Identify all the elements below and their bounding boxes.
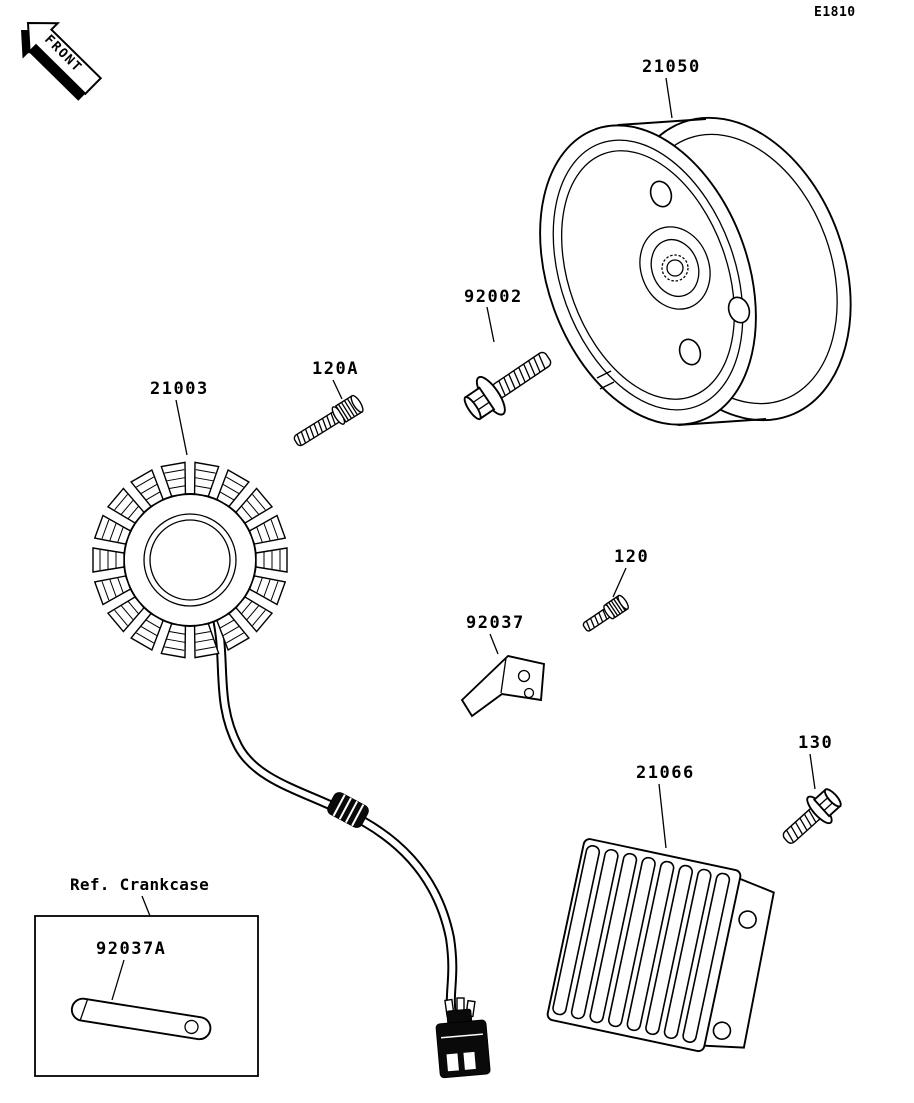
strap-end-line [79, 999, 89, 1021]
part-label-120A: 120A [312, 359, 359, 379]
page-code-label: E1810 [814, 5, 856, 20]
connector-cavity [446, 1053, 459, 1072]
flywheel-hole-bottom [678, 338, 702, 366]
part-label-21003: 21003 [150, 379, 209, 399]
connector-seam [440, 1033, 483, 1039]
bracket-fold-line [500, 657, 507, 694]
grommet-body [327, 792, 369, 828]
flywheel-bottom-edge [677, 418, 767, 426]
stator-bore-outer [143, 513, 237, 607]
flywheel-hub-boss-inner [650, 238, 700, 298]
flywheel-rotor: 21050 [539, 57, 852, 426]
bolt-head-knurl [608, 596, 626, 616]
part-label-92002: 92002 [464, 287, 523, 307]
leader-line-21050 [665, 77, 673, 119]
leader-line-21003 [175, 399, 188, 456]
regulator-hole-lower [712, 1021, 732, 1040]
regulator-hole-upper [738, 910, 757, 929]
stator-coil: 21003 [92, 379, 288, 659]
bracket-plate [460, 654, 546, 718]
stator-teeth [92, 461, 288, 659]
flange-bolt [463, 351, 552, 421]
part-label-130: 130 [798, 733, 833, 753]
flywheel-hole-top [649, 180, 673, 208]
bracket-hole-upper [517, 669, 531, 683]
bolt-head-end [823, 788, 842, 808]
leader-line-130 [809, 753, 816, 790]
clamp-strap [70, 997, 212, 1041]
leader-line-ref [141, 895, 151, 917]
flywheel-hole-right [727, 296, 751, 324]
bolt-head-end [617, 594, 629, 610]
leader-line-92037A [111, 959, 125, 1001]
wire-grommet [327, 792, 369, 828]
flange-bolt-130-group: 130 [782, 733, 842, 844]
strap-hole [184, 1019, 199, 1035]
leader-line-120A [332, 379, 343, 400]
bolt-head-end [463, 396, 482, 421]
part-label-92037: 92037 [466, 613, 525, 633]
ref-crankcase-box [34, 915, 259, 1077]
leader-line-92037 [489, 633, 499, 655]
flywheel-hub-boss [639, 226, 711, 310]
flywheel-spline-bore [661, 254, 689, 282]
front-arrow-body [26, 21, 103, 96]
flywheel-front-face [539, 124, 757, 426]
bolt-threads [498, 353, 546, 396]
socket-bolt-120-group: 120 [582, 547, 649, 632]
ref-crankcase-group: Ref. Crankcase 92037A [34, 875, 259, 1077]
socket-bolt-small [582, 594, 629, 632]
part-label-92037A: 92037A [96, 939, 166, 959]
bolt-threads [296, 412, 336, 446]
connector-body [435, 1019, 491, 1079]
flywheel-face-marks [596, 370, 615, 390]
bolt-head-end [350, 394, 364, 413]
bolt-head-knurl [337, 398, 358, 421]
wire-connector [435, 1008, 491, 1079]
leader-line-92002 [486, 306, 495, 343]
connector-cavity [463, 1051, 476, 1070]
flywheel-face-ring-inner [560, 150, 736, 400]
part-label-21050: 21050 [642, 57, 701, 77]
bracket-hole-lower [523, 687, 535, 699]
flywheel-top-edge [617, 118, 707, 126]
flywheel-bore-inner [666, 259, 684, 277]
bolt-threads [785, 809, 817, 843]
clamp-bracket-group: 92037 [460, 613, 546, 718]
socket-bolt [293, 394, 364, 447]
front-direction-arrow: FRONT [21, 21, 103, 101]
flange-bolt-92002-group: 92002 [463, 287, 552, 421]
stator-wire-harness [210, 605, 491, 1079]
regulator-rectifier-group: 21066 [546, 763, 775, 1053]
regulator-fins [552, 845, 731, 1043]
stator-bore-inner [149, 519, 231, 601]
strap-body [70, 997, 212, 1041]
flange-bolt-small [782, 788, 842, 844]
bolt-threads [585, 609, 608, 631]
leader-line-21066 [658, 783, 667, 849]
leader-line-120 [612, 567, 627, 598]
grommet-ribs [332, 794, 365, 827]
socket-bolt-120A-group: 120A [293, 359, 364, 447]
flywheel-face-ring [552, 139, 744, 411]
part-label-120: 120 [614, 547, 649, 567]
regulator-body [546, 838, 775, 1053]
ref-crankcase-label: Ref. Crankcase [70, 875, 209, 894]
part-label-21066: 21066 [636, 763, 695, 783]
